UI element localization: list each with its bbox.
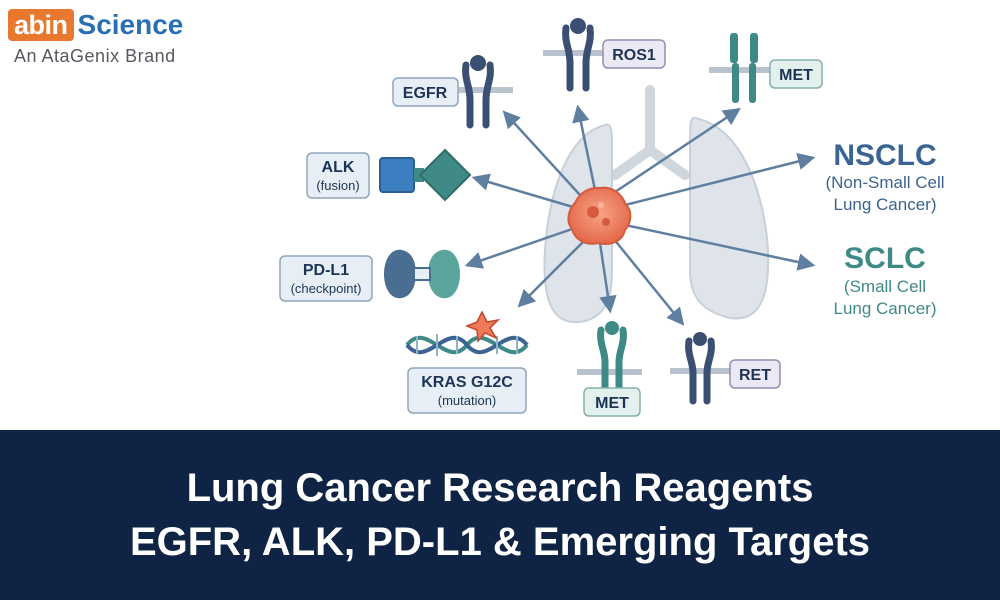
label-pdl1: PD-L1 (checkpoint)	[279, 255, 373, 302]
ros1-receptor-icon	[543, 18, 608, 92]
arrow-sclc	[624, 223, 816, 271]
met-bottom-receptor-icon	[577, 321, 642, 391]
label-egfr-text: EGFR	[403, 85, 448, 102]
label-met-bottom: MET	[583, 387, 641, 417]
label-egfr: EGFR	[392, 77, 459, 107]
label-ros1: ROS1	[602, 39, 666, 69]
cancer-type-sclc: SCLC (Small Cell Lung Cancer)	[833, 242, 936, 318]
kras-dna-mutation-icon	[405, 310, 529, 356]
egfr-receptor-icon	[453, 55, 513, 129]
label-met-top: MET	[769, 59, 823, 89]
label-met-bottom-text: MET	[595, 395, 629, 412]
ret-receptor-icon	[670, 332, 740, 405]
logo-tagline: An AtaGenix Brand	[14, 46, 176, 66]
arrow-egfr	[502, 110, 581, 196]
sclc-desc-1: (Small Cell	[844, 277, 926, 296]
label-ret: RET	[729, 359, 781, 389]
brand-logo[interactable]: abin Science An AtaGenix Brand	[8, 8, 238, 78]
label-alk: ALK (fusion)	[306, 152, 370, 199]
arrow-alk	[471, 173, 574, 209]
arrow-nsclc	[624, 152, 816, 207]
banner-title-line-2: EGFR, ALK, PD-L1 & Emerging Targets	[129, 520, 871, 564]
label-pdl1-text: PD-L1	[303, 262, 349, 279]
arrow-ret	[612, 237, 685, 326]
met-top-receptor-icon	[709, 33, 774, 103]
label-alk-sub: (fusion)	[316, 178, 359, 193]
logo-science: Science	[77, 9, 184, 40]
label-alk-text: ALK	[322, 159, 355, 176]
nsclc-title: NSCLC	[833, 139, 936, 172]
pdl1-checkpoint-icon	[384, 249, 460, 299]
label-kras: KRAS G12C (mutation)	[407, 367, 527, 414]
sclc-desc-2: Lung Cancer)	[833, 299, 936, 318]
banner-title-line-1: Lung Cancer Research Reagents	[186, 466, 814, 510]
label-kras-text: KRAS G12C	[421, 374, 513, 391]
arrow-ros1	[572, 104, 597, 191]
label-ros1-text: ROS1	[612, 47, 656, 64]
arrow-pdl1	[464, 226, 576, 269]
label-kras-sub: (mutation)	[438, 393, 497, 408]
sclc-title: SCLC	[844, 242, 926, 275]
label-ret-text: RET	[739, 367, 771, 384]
logo-abin: abin	[8, 9, 74, 41]
label-pdl1-sub: (checkpoint)	[291, 281, 362, 296]
arrow-met-top	[614, 108, 741, 194]
nsclc-desc-1: (Non-Small Cell	[825, 173, 944, 192]
cancer-type-nsclc: NSCLC (Non-Small Cell Lung Cancer)	[825, 139, 944, 214]
logo-wordmark: abin Science	[8, 8, 238, 42]
arrow-kras	[517, 239, 586, 308]
target-diagram: EGFR ROS1 MET ALK (fusion) PD-L1 (checkp…	[279, 18, 945, 417]
label-met-top-text: MET	[779, 67, 813, 84]
mutation-star-icon	[464, 310, 501, 343]
arrow-met-bottom	[598, 242, 617, 314]
arrows	[464, 104, 816, 326]
title-banner: Lung Cancer Research Reagents EGFR, ALK,…	[0, 430, 1000, 600]
alk-fusion-icon	[379, 148, 472, 202]
nsclc-desc-2: Lung Cancer)	[833, 195, 936, 214]
tumor-cell-icon	[567, 186, 632, 245]
